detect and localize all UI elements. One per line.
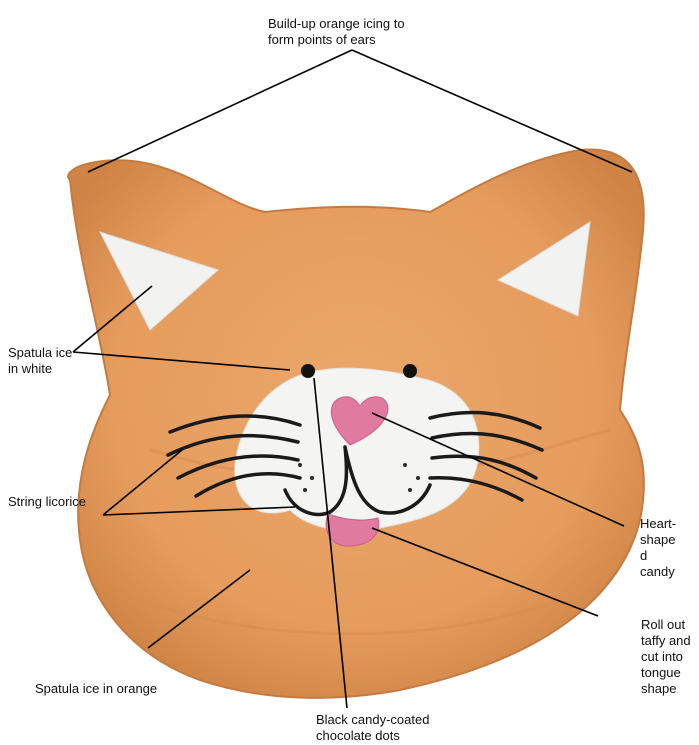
right-eye-dot (403, 364, 417, 378)
label-heart-candy: Heart- shape d candy (640, 516, 695, 580)
label-spatula-orange: Spatula ice in orange (35, 681, 157, 697)
left-eye-dot (301, 364, 315, 378)
label-chocolate-dots: Black candy-coated chocolate dots (316, 712, 429, 744)
label-string-licorice: String licorice (8, 494, 86, 510)
label-ears: Build-up orange icing to form points of … (268, 16, 405, 48)
white-muzzle (235, 368, 479, 531)
label-taffy-tongue: Roll out taffy and cut into tongue shape (641, 617, 699, 697)
label-spatula-white: Spatula ice in white (8, 345, 72, 377)
leader-ears-left (88, 50, 352, 172)
leader-ears-right (352, 50, 632, 172)
